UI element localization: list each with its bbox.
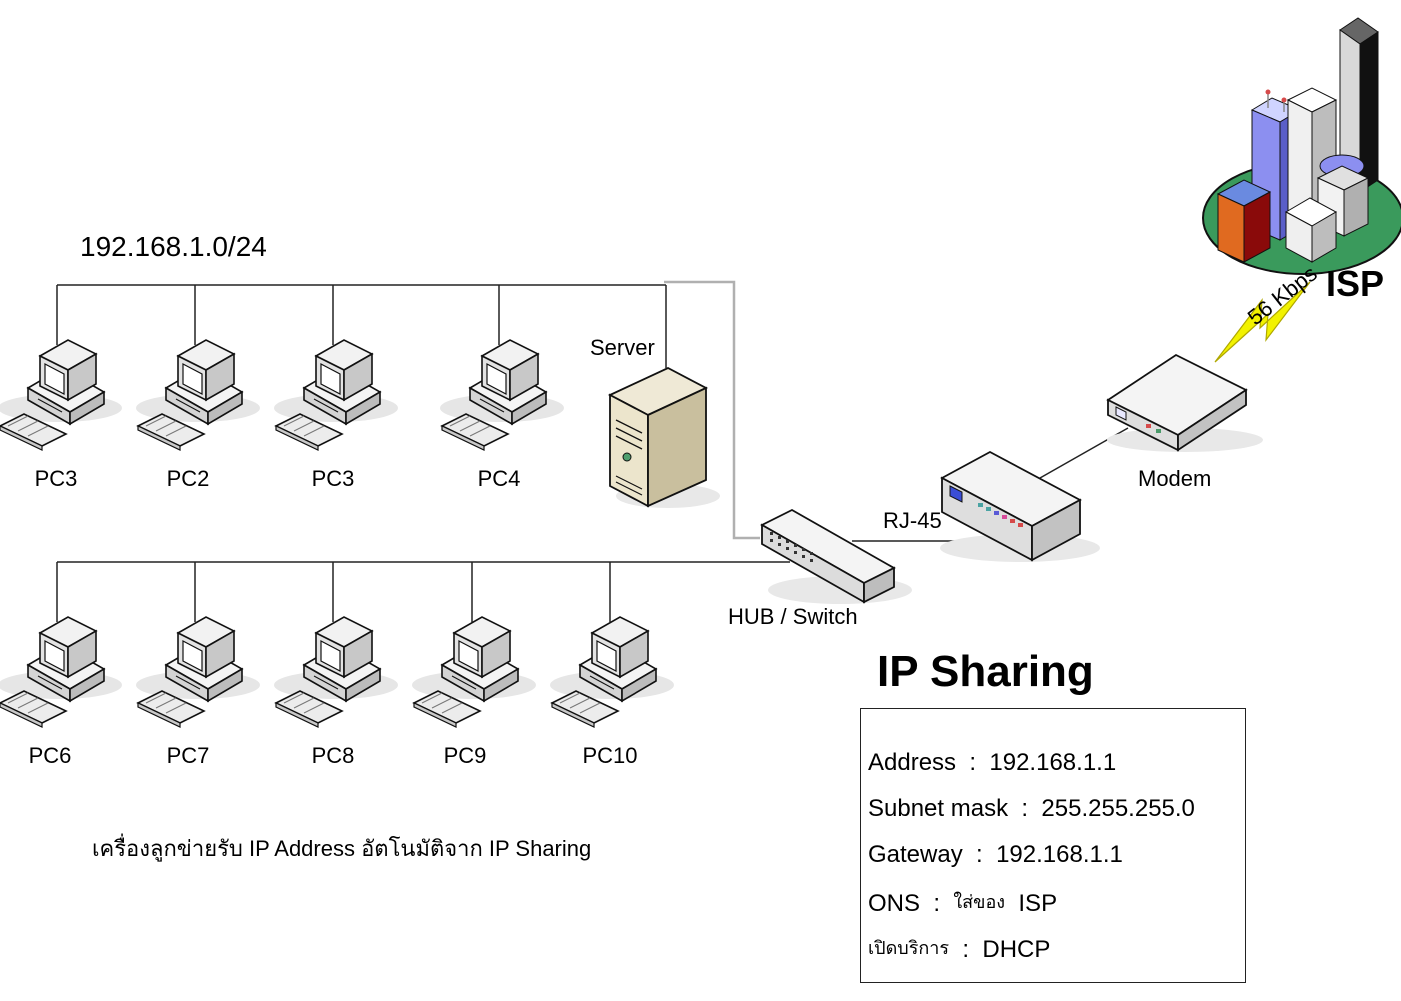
isp-city-icon bbox=[1202, 17, 1401, 275]
pc-label: PC10 bbox=[582, 743, 638, 768]
pc-computer-icon bbox=[273, 339, 399, 451]
service-value: DHCP bbox=[982, 936, 1051, 963]
modem-icon bbox=[1106, 353, 1263, 452]
pc-label: PC3 bbox=[34, 466, 78, 491]
pc-label: PC9 bbox=[443, 743, 487, 768]
pc-label: PC3 bbox=[311, 466, 355, 491]
pc-label: PC4 bbox=[477, 466, 521, 491]
subnet-label: 192.168.1.0/24 bbox=[80, 231, 267, 262]
ip-sharing-settings-box: Address : 192.168.1.1 Subnet mask : 255.… bbox=[860, 708, 1246, 983]
ip-sharing-title: IP Sharing bbox=[877, 647, 1094, 696]
lightning-bolt-icon bbox=[1214, 281, 1311, 363]
pc-label: PC2 bbox=[166, 466, 210, 491]
service-label: เปิดบริการ bbox=[868, 938, 950, 958]
server-icon bbox=[607, 366, 720, 508]
pc-computer-icon bbox=[411, 616, 537, 728]
pc-computer-icon bbox=[135, 339, 261, 451]
address-value: 192.168.1.1 bbox=[989, 749, 1117, 776]
server-label: Server bbox=[590, 335, 655, 360]
server-cable bbox=[664, 280, 760, 540]
dns-row: ONS : ใส่ของ ISP bbox=[868, 890, 1058, 917]
dns-label: ONS bbox=[868, 890, 921, 917]
gateway-row: Gateway : 192.168.1.1 bbox=[868, 841, 1123, 868]
address-label: Address bbox=[868, 749, 957, 776]
pc-computer-icon bbox=[0, 616, 123, 728]
dns-note: ใส่ของ bbox=[953, 892, 1006, 912]
gateway-value: 192.168.1.1 bbox=[996, 841, 1123, 868]
pc-label: PC7 bbox=[166, 743, 210, 768]
pc-label: PC6 bbox=[28, 743, 72, 768]
ip-sharing-router-icon bbox=[940, 450, 1100, 562]
dns-value: ISP bbox=[1018, 890, 1058, 917]
isp-label: ISP bbox=[1326, 263, 1385, 304]
pc-computer-icon bbox=[135, 616, 261, 728]
modem-label: Modem bbox=[1138, 466, 1212, 491]
pc-computer-icon bbox=[439, 339, 565, 451]
client-dhcp-note: เครื่องลูกข่ายรับ IP Address อัตโนมัติจา… bbox=[92, 836, 592, 861]
hub-switch-icon bbox=[760, 508, 912, 604]
pc-computer-icon bbox=[0, 339, 123, 451]
address-row: Address : 192.168.1.1 bbox=[868, 749, 1117, 776]
rj45-label: RJ-45 bbox=[883, 508, 942, 533]
gateway-label: Gateway bbox=[868, 841, 963, 868]
pc-label: PC8 bbox=[311, 743, 355, 768]
subnet-mask-value: 255.255.255.0 bbox=[1041, 795, 1195, 822]
service-row: เปิดบริการ : DHCP bbox=[868, 936, 1051, 963]
subnet-mask-label: Subnet mask bbox=[868, 795, 1009, 822]
subnet-mask-row: Subnet mask : 255.255.255.0 bbox=[868, 795, 1195, 822]
hub-switch-label: HUB / Switch bbox=[728, 604, 858, 629]
pc-computer-icon bbox=[549, 616, 675, 728]
pc-computer-icon bbox=[273, 616, 399, 728]
